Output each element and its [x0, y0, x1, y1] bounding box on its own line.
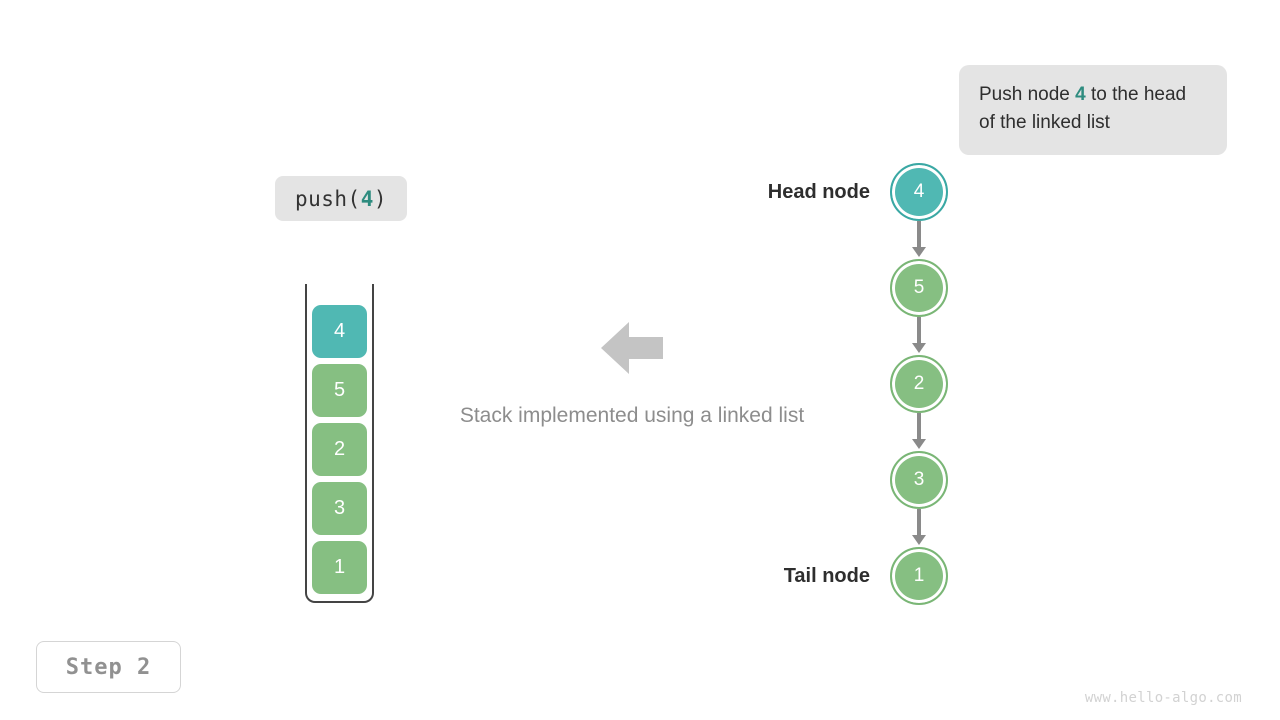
operation-suffix: ): [373, 186, 388, 211]
annotation-text-after: to the head of the linked list: [979, 84, 1187, 133]
watermark: www.hello-algo.com: [1084, 690, 1242, 706]
operation-label-push: push(4): [275, 176, 407, 221]
operation-argument: 4: [360, 186, 374, 211]
annotation-text-before: Push node: [979, 84, 1076, 105]
linked-list-connector: [917, 413, 921, 441]
linked-list-arrowhead-icon: [912, 439, 926, 449]
linked-list-node: 3: [890, 451, 948, 509]
stack-cell-list: 4 5 2 3 1: [312, 305, 367, 600]
linked-list-arrowhead-icon: [912, 247, 926, 257]
linked-list-connector: [917, 221, 921, 249]
stack-cell: 1: [312, 541, 367, 594]
annotation-callout: Push node 4 to the head of the linked li…: [959, 65, 1227, 155]
linked-list-node: 4: [890, 163, 948, 221]
annotation-highlight-value: 4: [1075, 84, 1086, 105]
tail-node-label: Tail node: [783, 565, 870, 587]
stack-cell: 3: [312, 482, 367, 535]
diagram-caption-text: Stack implemented using a linked list: [459, 404, 805, 427]
linked-list-node: 5: [890, 259, 948, 317]
stack-cell: 5: [312, 364, 367, 417]
linked-list-node: 2: [890, 355, 948, 413]
linked-list-arrowhead-icon: [912, 343, 926, 353]
stack-cell: 4: [312, 305, 367, 358]
linked-list-node: 1: [890, 547, 948, 605]
head-node-label: Head node: [767, 181, 870, 203]
left-arrow-icon: [601, 320, 663, 381]
step-badge: Step 2: [36, 641, 181, 693]
linked-list-connector: [917, 317, 921, 345]
operation-prefix: push(: [294, 186, 361, 211]
linked-list-connector: [917, 509, 921, 537]
stack-container: [305, 284, 374, 603]
stack-cell: 2: [312, 423, 367, 476]
linked-list-arrowhead-icon: [912, 535, 926, 545]
diagram-caption: Stack implemented using a linked list: [0, 404, 1280, 428]
